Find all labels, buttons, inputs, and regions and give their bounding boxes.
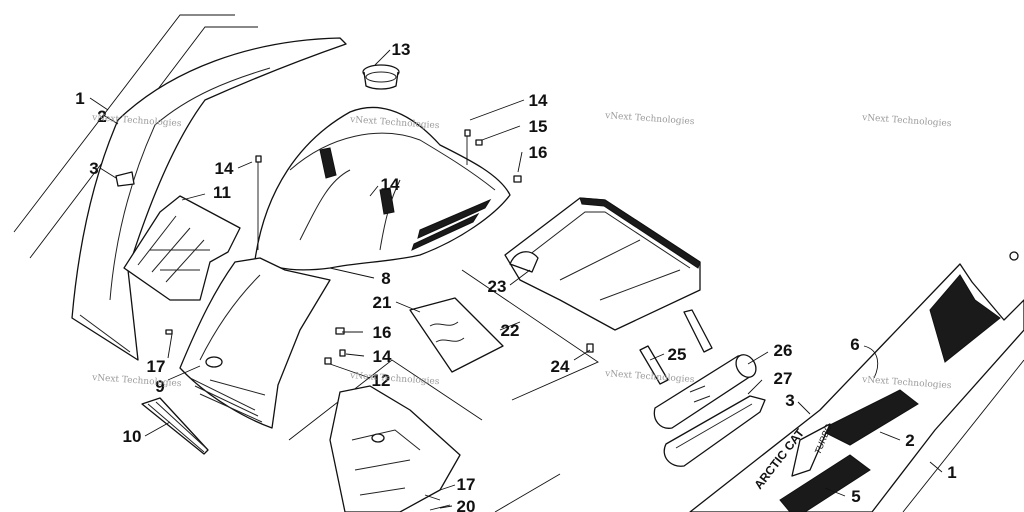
- grommet: [362, 64, 400, 90]
- callout-label: 12: [372, 371, 391, 390]
- watermark: vNext Technologies: [861, 113, 952, 129]
- callout-label: 5: [851, 487, 860, 506]
- clip-icon: [335, 327, 345, 335]
- callout-label: 3: [785, 391, 794, 410]
- callout-label: 21: [373, 293, 392, 312]
- watermark: vNext Technologies: [604, 369, 695, 385]
- callout-label: 24: [551, 357, 570, 376]
- callout-label: 14: [215, 159, 234, 178]
- windshield: [71, 37, 347, 361]
- callout-label: 15: [529, 117, 548, 136]
- strap: [639, 309, 713, 385]
- callout-labels: 1 2 3 11 13 14 14 15 16 14 8 21 22 23 24…: [75, 40, 956, 512]
- callout-label: 6: [850, 335, 859, 354]
- screw-icon: [165, 329, 173, 335]
- callout-label: 20: [457, 497, 476, 512]
- clip-icon: [513, 175, 522, 183]
- callout-label: 11: [213, 183, 231, 202]
- screw-icon: [1009, 251, 1019, 261]
- clip-icon: [475, 139, 483, 146]
- callout-label: 10: [123, 427, 142, 446]
- callout-label: 26: [774, 341, 793, 360]
- screw-icon: [339, 349, 346, 357]
- callout-label: 9: [155, 377, 164, 396]
- callout-label: 16: [373, 323, 392, 342]
- callout-label: 2: [905, 431, 914, 450]
- screw-icon: [255, 155, 262, 163]
- callout-label: 2: [97, 107, 106, 126]
- screw-icon: [464, 129, 471, 137]
- watermark: vNext Technologies: [349, 371, 440, 387]
- inner-bracket: [123, 195, 241, 301]
- storage-bag: [663, 395, 766, 467]
- tool-roll: [653, 354, 757, 429]
- callout-label: 27: [774, 369, 793, 388]
- callout-label: 1: [947, 463, 956, 482]
- side-panel: ARCTIC CAT TURBO: [689, 263, 1024, 512]
- callout-label: 17: [147, 357, 166, 376]
- callout-label: 1: [75, 89, 84, 108]
- callout-label: 3: [89, 159, 98, 178]
- callout-label: 25: [668, 345, 687, 364]
- screen-panel: [409, 297, 504, 373]
- callout-label: 14: [529, 91, 548, 110]
- watermark: vNext Technologies: [604, 111, 695, 127]
- screw-icon: [586, 343, 594, 353]
- callout-label: 23: [488, 277, 507, 296]
- watermark: vNext Technologies: [91, 373, 182, 389]
- clip-icon: [324, 357, 332, 365]
- lower-bracket: [329, 385, 461, 512]
- callout-label: 8: [381, 269, 390, 288]
- nose-pan: [179, 257, 331, 429]
- callout-label: 14: [373, 347, 392, 366]
- callout-label: 14: [381, 175, 400, 194]
- callout-leaders: [89, 49, 943, 509]
- console-tray: [504, 197, 701, 331]
- callout-label: 13: [392, 40, 411, 59]
- mesh-grille: [141, 397, 209, 455]
- hardware-fasteners: [165, 129, 1019, 511]
- callout-label: 16: [529, 143, 548, 162]
- hood: [254, 106, 511, 271]
- callout-label: 17: [457, 475, 476, 494]
- callout-label: 22: [501, 321, 520, 340]
- assembly-guide-lines: [13, 14, 1024, 512]
